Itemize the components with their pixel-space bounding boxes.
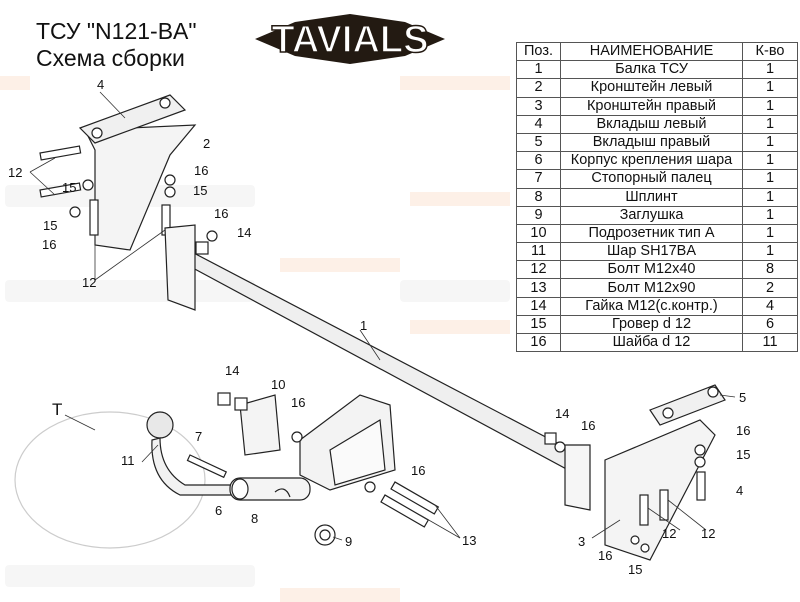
callout-label: 16 (411, 463, 426, 478)
logo-text: TAVIALS (272, 19, 429, 61)
header-qty: К-во (742, 41, 798, 62)
callout-label: 16 (214, 206, 229, 221)
cell-pos: 13 (516, 278, 561, 298)
callout-label: 16 (291, 395, 306, 410)
cell-name: Болт М12х40 (560, 260, 743, 280)
callout-label: 2 (203, 136, 211, 151)
cell-qty: 4 (742, 296, 798, 316)
cell-name: Гровер d 12 (560, 314, 743, 335)
callout-label: 16 (42, 237, 57, 252)
callout-label: 16 (598, 548, 613, 563)
callout-label: 7 (195, 429, 203, 444)
page-subtitle: Схема сборки (36, 45, 185, 71)
cell-name: Балка ТСУ (560, 60, 743, 80)
callout-label: 15 (62, 180, 77, 195)
left-liner (78, 94, 187, 144)
callout-label: 15 (43, 218, 58, 233)
cell-name: Стопорный палец (560, 169, 743, 189)
cell-name: Кронштейн правый (560, 96, 743, 116)
callout-label: 15 (736, 447, 751, 462)
page-title: ТСУ "N121-BA" (36, 18, 197, 44)
callout-label: 15 (193, 183, 208, 198)
cell-name: Болт М12х90 (560, 278, 743, 298)
callout-label: 16 (194, 163, 209, 178)
left-bracket (84, 124, 197, 251)
cell-qty: 8 (742, 260, 798, 280)
cell-name: Вкладыш правый (560, 132, 743, 153)
callout-label: 14 (225, 363, 240, 378)
callout-label: T (52, 400, 63, 419)
cell-qty: 11 (742, 332, 798, 353)
callout-label: 1 (360, 318, 368, 333)
cell-qty: 1 (742, 60, 798, 80)
tavials-logo: TAVIALS (255, 14, 445, 64)
cell-pos: 12 (516, 260, 561, 280)
callout-label: 16 (581, 418, 596, 433)
callout-label: 6 (215, 503, 223, 518)
cell-name: Вкладыш левый (560, 114, 743, 134)
callout-label: 14 (237, 225, 252, 240)
cell-name: Корпус крепления шара (560, 151, 743, 171)
cell-qty: 6 (742, 314, 798, 335)
cell-qty: 1 (742, 78, 798, 98)
cell-pos: 1 (516, 60, 561, 80)
cell-pos: 16 (516, 332, 561, 353)
cell-qty: 2 (742, 278, 798, 298)
callout-label: 9 (345, 534, 353, 549)
callout-label: 12 (8, 165, 23, 180)
callout-label: 16 (736, 423, 751, 438)
cell-qty: 1 (742, 242, 798, 262)
cell-name: Шайба d 12 (560, 332, 743, 353)
callout-label: 12 (662, 526, 677, 541)
callout-label: 11 (121, 453, 135, 468)
cell-pos: 15 (516, 314, 561, 335)
callout-label: 4 (97, 77, 105, 92)
header-name: НАИМЕНОВАНИЕ (560, 41, 743, 62)
callout-label: 15 (628, 562, 643, 577)
callout-label: 8 (251, 511, 259, 526)
cell-name: Гайка М12(с.контр.) (560, 296, 743, 316)
cell-name: Шар SH17BA (560, 242, 743, 262)
callout-label: 3 (578, 534, 586, 549)
cell-name: Кронштейн левый (560, 78, 743, 98)
callout-label: 12 (82, 275, 97, 290)
callout-label: 12 (701, 526, 716, 541)
callout-label: 10 (271, 377, 286, 392)
callout-label: 5 (739, 390, 747, 405)
callout-label: 4 (736, 483, 744, 498)
callout-label: 14 (555, 406, 570, 421)
cell-qty: 1 (742, 96, 798, 116)
callout-label: 13 (462, 533, 477, 548)
